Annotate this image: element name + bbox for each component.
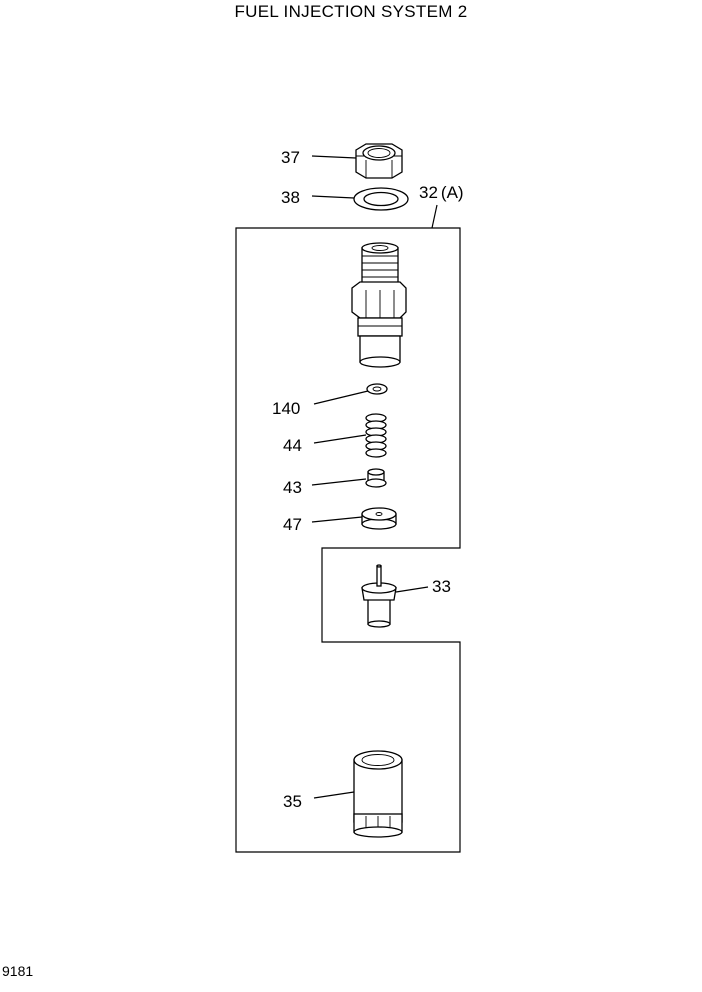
callout-32-label: 32(A) (419, 183, 464, 202)
callout-38-label: 38 (281, 188, 300, 207)
leader-35 (313, 791, 355, 799)
callout-43-label: 43 (283, 478, 302, 497)
leader-32 (431, 204, 438, 229)
leader-47 (311, 516, 363, 523)
leader-140 (313, 390, 369, 405)
callout-33-label: 33 (432, 577, 451, 596)
callout-44-label: 44 (283, 436, 302, 455)
part-33-nozzle (361, 564, 397, 628)
part-47-spacer (361, 507, 397, 530)
part-37-nut (355, 143, 403, 179)
part-44-spring (365, 413, 387, 458)
callout-47-label: 47 (283, 515, 302, 534)
part-35-retaining-nut (353, 750, 403, 838)
callout-32-suffix: (A) (441, 183, 464, 202)
part-38-washer (353, 187, 409, 211)
page-title: FUEL INJECTION SYSTEM 2 (234, 2, 468, 21)
leader-38 (311, 195, 355, 199)
callout-140-label: 140 (272, 399, 300, 418)
leader-33 (395, 586, 429, 593)
leader-44 (313, 434, 367, 444)
part-43-seat (365, 468, 387, 488)
leader-43 (311, 478, 367, 486)
callout-35-label: 35 (283, 792, 302, 811)
callout-32-number: 32 (419, 183, 438, 202)
assembly-32-outline (235, 227, 461, 853)
nozzle-holder-body (351, 242, 407, 368)
page-code: 9181 (2, 963, 34, 979)
leader-37 (311, 155, 357, 159)
callout-37-label: 37 (281, 148, 300, 167)
part-140-washer (366, 383, 388, 395)
